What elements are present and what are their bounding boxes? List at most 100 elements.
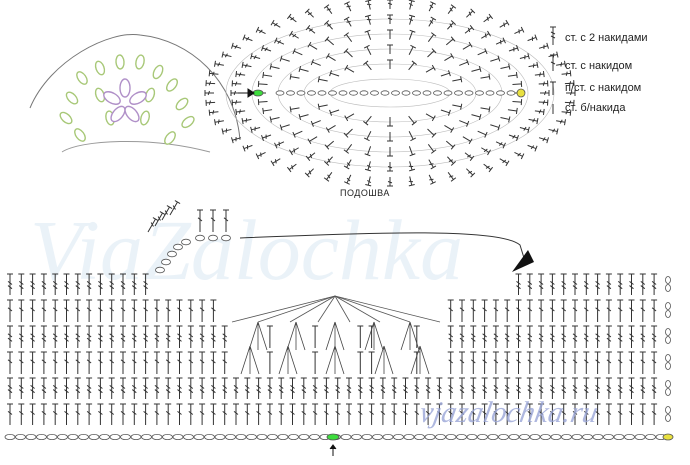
stitch	[40, 403, 47, 425]
stitch-mark	[447, 171, 457, 182]
stitch-mark	[312, 325, 319, 348]
stitch-mark	[176, 377, 183, 399]
stitch-mark	[408, 14, 416, 25]
stitch-mark	[86, 325, 93, 348]
stitch	[242, 34, 253, 42]
stitch-mark	[205, 80, 216, 87]
stitch	[365, 176, 372, 187]
double-crochet-2-yo-icon	[550, 26, 556, 45]
stitch-mark	[343, 128, 353, 138]
stitch	[279, 124, 290, 131]
stitch	[526, 351, 533, 374]
stitch-mark	[304, 8, 314, 18]
stitch	[462, 41, 473, 50]
stitch-mark	[364, 29, 372, 40]
stitch	[131, 403, 138, 425]
chain-stitch	[519, 433, 530, 440]
stitch	[165, 299, 172, 322]
stitch	[255, 26, 266, 35]
stitch	[344, 174, 352, 185]
stitch	[447, 171, 457, 182]
stitch	[7, 377, 13, 399]
stitch-mark	[52, 377, 59, 399]
stitch	[208, 70, 219, 77]
stitch	[538, 99, 549, 106]
stitch	[464, 24, 475, 34]
stitch	[231, 137, 242, 144]
stitch-mark	[288, 147, 299, 156]
stitch-mark	[257, 80, 268, 87]
chain-stitch	[665, 406, 671, 414]
stitch	[329, 70, 340, 77]
stitch	[334, 403, 341, 425]
stitch	[108, 273, 115, 295]
chain-stitch	[181, 238, 191, 246]
stitch-mark	[538, 325, 545, 348]
chain-stitch	[435, 433, 446, 440]
chain-stitch	[571, 433, 583, 440]
stitch-mark	[278, 403, 285, 425]
chain-stitch	[340, 433, 352, 440]
stitch-mark	[324, 36, 335, 46]
stitch-mark	[266, 377, 273, 399]
stitch-mark	[244, 377, 251, 399]
stitch	[368, 351, 375, 374]
leaf-stitch	[139, 110, 151, 126]
fan-stitch	[400, 321, 420, 351]
stitch	[108, 351, 115, 374]
stitch-mark	[305, 152, 316, 162]
stitch-mark	[307, 41, 318, 50]
stitch-mark	[447, 351, 454, 374]
leaf-stitch	[94, 60, 106, 76]
stitch-mark	[261, 45, 272, 52]
stitch-mark	[572, 377, 578, 399]
stitch-mark	[500, 116, 511, 123]
stitch	[413, 403, 420, 425]
stitch-mark	[7, 299, 13, 322]
stitch	[464, 152, 475, 162]
stitch-mark	[556, 119, 566, 126]
stitch-mark	[63, 351, 70, 374]
chain-stitch	[424, 433, 436, 440]
stitch-mark	[208, 109, 219, 116]
legend-label: ст. с накидом	[565, 60, 633, 72]
stitch-mark	[205, 99, 216, 106]
stitch	[470, 299, 477, 322]
stitch-mark	[364, 146, 372, 157]
stitch-mark	[540, 90, 550, 96]
stitch-mark	[142, 273, 149, 295]
stitch-mark	[343, 48, 353, 58]
fan-stitch	[364, 321, 384, 351]
stitch	[365, 0, 372, 10]
stitch	[310, 120, 321, 127]
stitch	[628, 325, 635, 348]
stitch-mark	[266, 325, 273, 348]
chain-stitch	[382, 433, 394, 440]
stitch	[52, 377, 59, 399]
stitch-mark	[214, 119, 224, 126]
stitch-mark	[274, 37, 285, 45]
stitch-mark	[187, 351, 194, 374]
stitch-mark	[628, 351, 635, 374]
stitch	[142, 325, 149, 348]
stitch	[560, 377, 567, 399]
stitch-mark	[427, 144, 437, 154]
stitch-mark	[323, 4, 333, 15]
stitch	[548, 128, 559, 135]
stitch-mark	[440, 70, 451, 77]
stitch	[7, 325, 13, 348]
stitch-mark	[459, 377, 465, 399]
leaf-stitch	[65, 91, 79, 105]
stitch-mark	[387, 117, 393, 127]
stitch	[97, 299, 104, 322]
stitch-mark	[605, 351, 612, 374]
stitch	[266, 377, 273, 399]
chain-stitch	[645, 433, 656, 440]
stitch-mark	[492, 299, 499, 322]
stitch-mark	[492, 325, 499, 348]
stitch-mark	[242, 144, 253, 152]
stitch-mark	[120, 403, 126, 425]
stitch-mark	[52, 299, 59, 322]
stitch	[255, 403, 262, 425]
chain-stitch	[393, 433, 404, 440]
